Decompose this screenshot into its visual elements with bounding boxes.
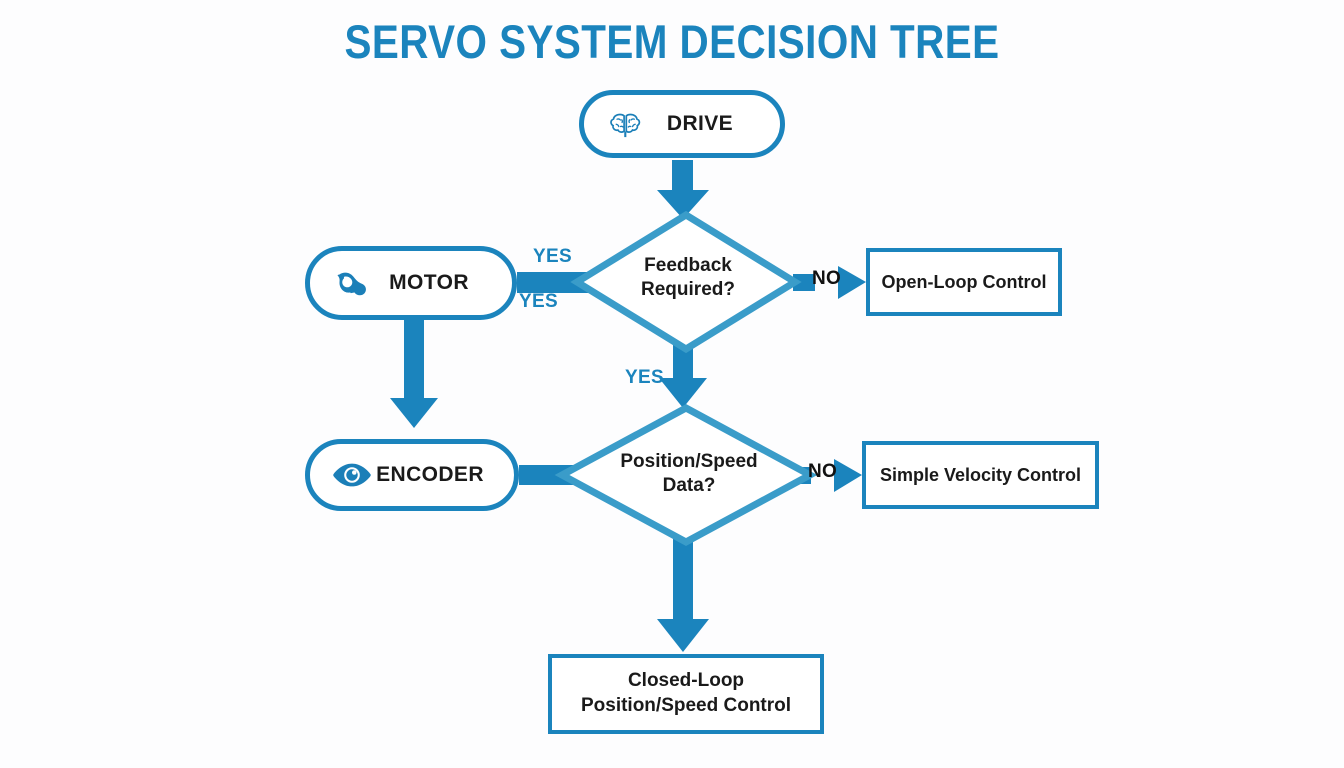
edge-feedback-to-openloop <box>793 266 866 299</box>
decision-data-shape <box>554 404 818 546</box>
result-closed-loop-control[interactable]: Closed-Loop Position/Speed Control <box>548 654 824 734</box>
edge-data-to-closedloop <box>657 530 709 652</box>
edge-label-no-data: NO <box>808 461 838 482</box>
edge-label-yes-motor-top: YES <box>533 246 572 267</box>
edge-feedback-to-data <box>659 345 707 408</box>
edge-motor-to-encoder <box>390 320 438 428</box>
edge-label-no-feedback: NO <box>812 268 842 289</box>
node-encoder-label: ENCODER <box>376 463 484 486</box>
result-open-loop-control[interactable]: Open-Loop Control <box>866 248 1062 316</box>
edge-label-yes-feedback-to-data: YES <box>625 367 664 388</box>
node-motor-label: MOTOR <box>389 271 469 294</box>
node-encoder[interactable]: ENCODER <box>305 439 519 511</box>
edge-drive-to-feedback <box>657 160 709 219</box>
decision-feedback-label: Feedback Required? <box>641 255 735 300</box>
result-simple-velocity-control[interactable]: Simple Velocity Control <box>862 441 1099 509</box>
node-drive-label: DRIVE <box>666 112 734 135</box>
flexed-bicep-icon <box>332 263 372 303</box>
decision-data-label: Position/Speed Data? <box>620 451 758 496</box>
edge-label-yes-motor-bottom: YES <box>519 291 558 312</box>
node-drive[interactable]: DRIVE <box>579 90 785 158</box>
decision-feedback-shape <box>570 210 802 354</box>
eye-icon <box>332 455 372 495</box>
brain-icon <box>606 104 646 144</box>
node-motor[interactable]: MOTOR <box>305 246 517 320</box>
page-title: SERVO SYSTEM DECISION TREE <box>344 15 1000 68</box>
